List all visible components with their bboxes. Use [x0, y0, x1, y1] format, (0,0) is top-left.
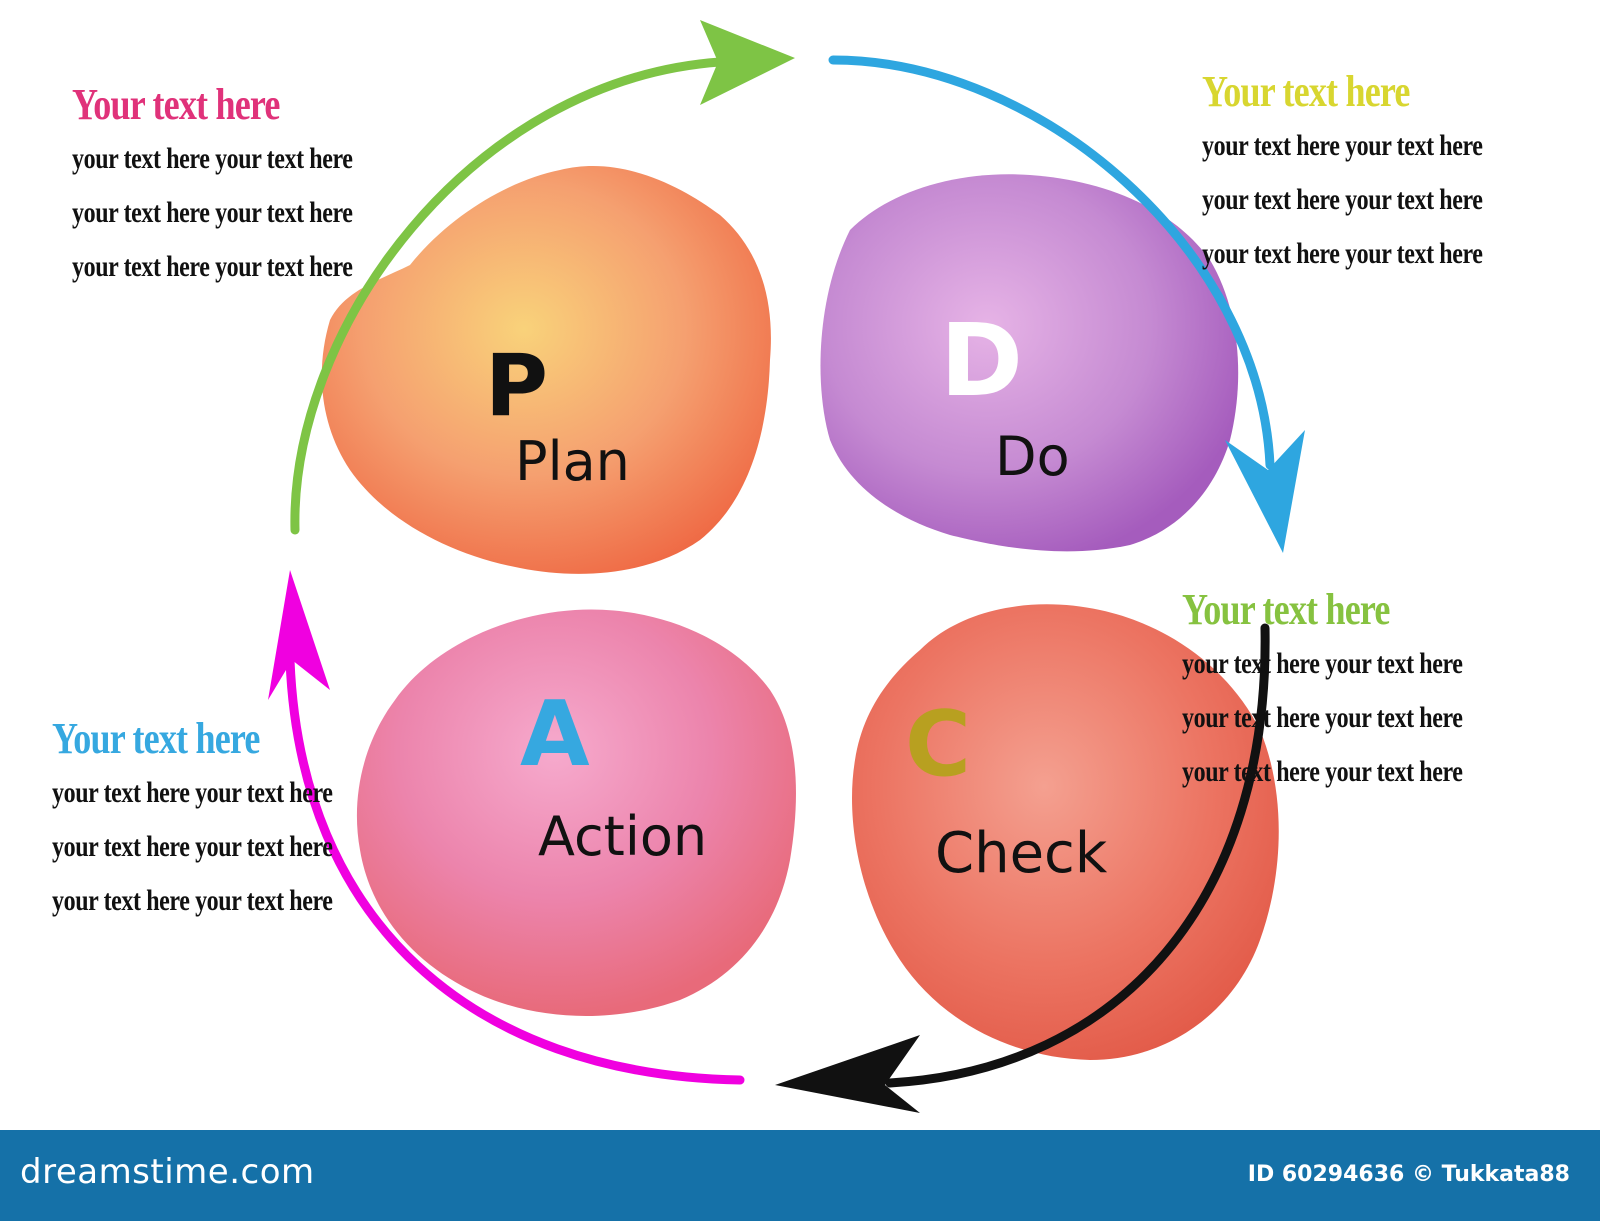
text-block-bottom-left: Your text here your text here your text … [52, 712, 403, 928]
plan-watercolor-blob [321, 166, 771, 574]
watermark-footer: dreamstime.com ID 60294636 © Tukkata88 [0, 1130, 1600, 1221]
text-block-heading: Your text here [52, 714, 260, 763]
image-credit: ID 60294636 © Tukkata88 [1247, 1162, 1570, 1187]
text-block-line: your text here your text here [52, 830, 333, 863]
brand-logo-text: dreamstime.com [20, 1152, 315, 1192]
text-block-line: your text here your text here [52, 776, 333, 809]
do-label: Do [995, 425, 1070, 488]
action-stage: A Action [356, 609, 796, 1017]
action-label: Action [538, 805, 707, 868]
text-block-top-right: Your text here your text here your text … [1202, 65, 1553, 281]
do-to-check-arrow [828, 55, 1305, 553]
action-to-plan-arrow [268, 570, 745, 1085]
text-block-line: your text here your text here [72, 250, 353, 283]
plan-stage: P Plan [321, 166, 771, 574]
action-watercolor-blob [356, 609, 796, 1017]
text-block-line: your text here your text here [1202, 237, 1483, 270]
text-block-line: your text here your text here [1202, 129, 1483, 162]
text-block-mid-right: Your text here your text here your text … [1182, 583, 1533, 799]
text-block-line: your text here your text here [72, 196, 353, 229]
plan-to-do-arrow [290, 20, 795, 535]
text-block-heading: Your text here [1202, 67, 1410, 116]
text-block-heading: Your text here [72, 80, 280, 129]
do-letter: D [940, 302, 1023, 419]
do-stage: D Do [820, 174, 1239, 552]
text-block-line: your text here your text here [72, 142, 353, 175]
plan-label: Plan [515, 430, 630, 493]
check-label: Check [935, 821, 1108, 886]
text-block-line: your text here your text here [1202, 183, 1483, 216]
pdca-cycle-diagram: P Plan D Do A Action C Check [268, 20, 1305, 1113]
action-letter: A [520, 682, 590, 787]
plan-letter: P [485, 336, 548, 436]
text-block-line: your text here your text here [52, 884, 333, 917]
text-block-heading: Your text here [1182, 585, 1390, 634]
check-to-action-arrow [775, 623, 1270, 1113]
check-letter: C [905, 692, 971, 797]
text-block-line: your text here your text here [1182, 701, 1463, 734]
text-block-top-left: Your text here your text here your text … [72, 78, 423, 294]
do-watercolor-blob [820, 174, 1239, 552]
text-block-line: your text here your text here [1182, 755, 1463, 788]
text-block-line: your text here your text here [1182, 647, 1463, 680]
